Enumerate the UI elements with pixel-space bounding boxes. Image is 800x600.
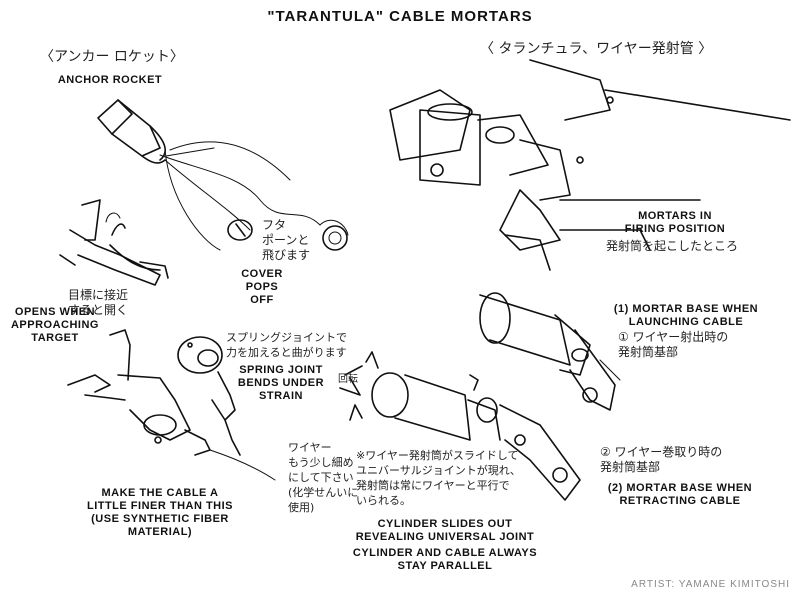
base-retract-jp: ② ワイヤー巻取り時の 発射筒基部 (600, 445, 723, 474)
cover-label: COVER POPS OFF (241, 268, 283, 306)
mortar-base-retract-drawing (371, 372, 581, 501)
base-retract-label: (2) MORTAR BASE WHEN RETRACTING CABLE (607, 482, 753, 507)
claw-rotate-arrow (111, 223, 126, 236)
slides-label: CYLINDER SLIDES OUT REVEALING UNIVERSAL … (355, 518, 535, 543)
spring-joint-drawing (177, 336, 241, 456)
opened-anchor-drawing (67, 329, 276, 481)
mortar-base-launch-drawing (479, 292, 621, 411)
artist-credit: ARTIST: YAMANE KIMITOSHI (631, 579, 790, 590)
rotate-jp: 回転 (338, 374, 358, 385)
tarantula-jp: 〈 タランチュラ、ワイヤー発射管 〉 (480, 41, 713, 57)
spring-label: SPRING JOINT BENDS UNDER STRAIN (237, 364, 325, 402)
cable-finer-label: MAKE THE CABLE A LITTLE FINER THAN THIS … (86, 487, 234, 538)
anchor-rocket-jp: 〈アンカー ロケット〉 (40, 49, 184, 65)
page-title: "TARANTULA" CABLE MORTARS (267, 8, 533, 25)
swivel-arrows (339, 351, 379, 421)
cover-drawing (227, 219, 349, 251)
mortars-firing-label: MORTARS IN FIRING POSITION (624, 210, 726, 235)
anchor-rocket-drawing (97, 99, 321, 251)
parallel-label: CYLINDER AND CABLE ALWAYS STAY PARALLEL (352, 547, 538, 572)
base-launch-label: (1) MORTAR BASE WHEN LAUNCHING CABLE (613, 303, 759, 328)
mortar-firing-drawing (389, 59, 791, 271)
mortars-firing-jp: 発射筒を起こしたところ (606, 239, 739, 253)
wire-jp: ワイヤー もう少し細め にして下さい (化学せんいに 使用) (288, 441, 359, 514)
base-launch-jp: ① ワイヤー射出時の 発射筒基部 (618, 330, 729, 359)
opens-jp: 目標に接近 すると開く (68, 288, 129, 317)
opens-label: OPENS WHEN APPROACHING TARGET (10, 306, 99, 344)
slides-jp: ※ワイヤー発射筒がスライドして ユニバーサルジョイントが現れ、 発射筒は常にワイ… (356, 449, 521, 507)
anchor-rocket-label: ANCHOR ROCKET (57, 74, 163, 86)
spring-jp: スプリングジョイントで 力を加えると曲がります (226, 331, 347, 359)
cover-jp: フタ ポーンと 飛びます (262, 218, 311, 262)
opening-claw-drawing (59, 199, 169, 286)
